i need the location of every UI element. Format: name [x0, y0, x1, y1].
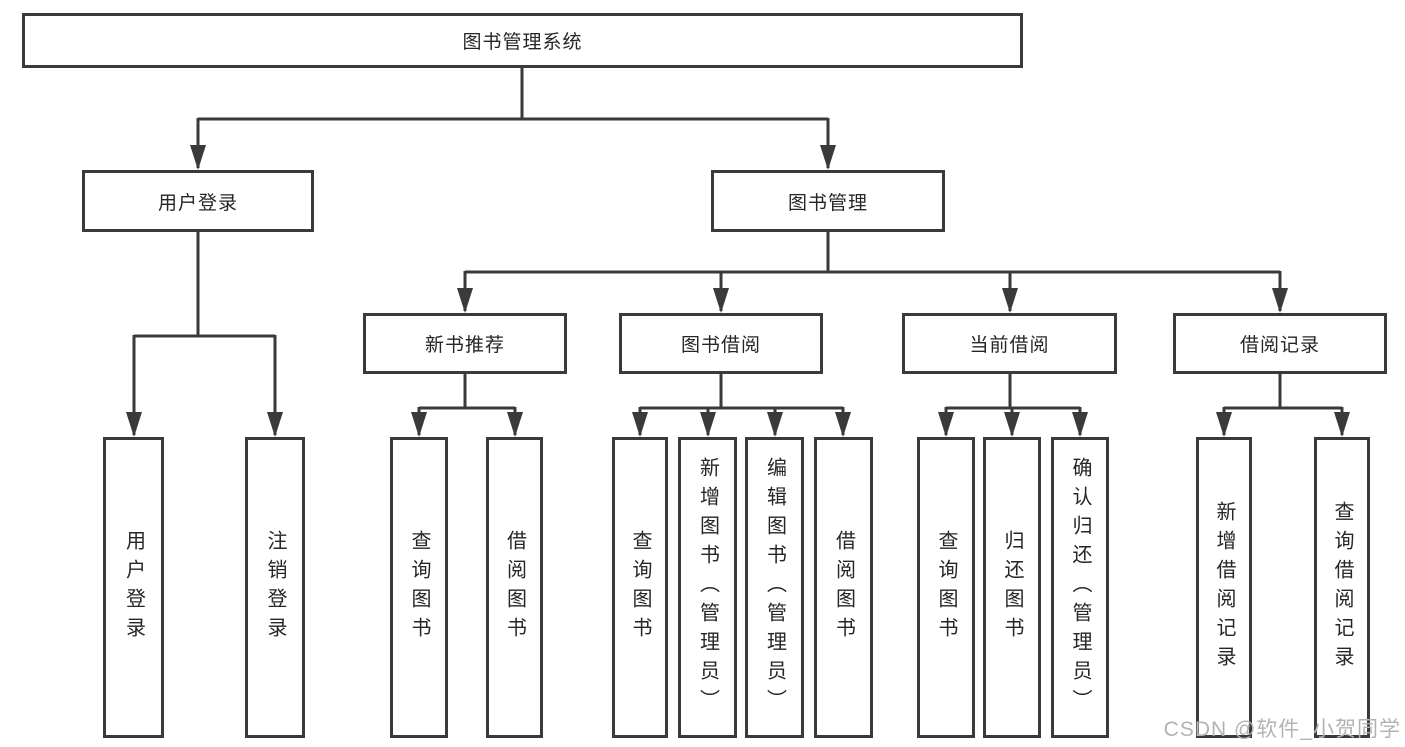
connector-borrow-records-to-children	[1222, 374, 1344, 435]
leaf-edit-books-admin: 编辑图书（管理员）	[745, 437, 804, 738]
arrowhead	[1002, 288, 1018, 313]
arrowhead	[1216, 412, 1232, 437]
arrowhead	[267, 412, 283, 437]
arrowhead	[1004, 412, 1020, 437]
arrowhead	[457, 288, 473, 313]
arrowhead	[1334, 412, 1350, 437]
arrowhead	[1272, 288, 1288, 313]
leaf-add-borrow-record: 新增借阅记录	[1196, 437, 1252, 738]
leaf-user-login: 用户登录	[103, 437, 164, 738]
node-current-borrow: 当前借阅	[902, 313, 1117, 374]
node-borrow-records: 借阅记录	[1173, 313, 1387, 374]
arrowhead	[1072, 412, 1088, 437]
arrowhead	[938, 412, 954, 437]
leaf-query-books-borrow: 查询图书	[612, 437, 668, 738]
arrowhead	[507, 412, 523, 437]
arrowhead	[632, 412, 648, 437]
connector-book-management-to-level3	[463, 232, 1282, 311]
leaf-borrow-books: 借阅图书	[814, 437, 873, 738]
arrowhead	[713, 288, 729, 313]
leaf-logout: 注销登录	[245, 437, 305, 738]
leaf-confirm-return-admin: 确认归还（管理员）	[1051, 437, 1109, 738]
connector-lines	[132, 68, 1344, 435]
arrowhead	[767, 412, 783, 437]
node-book-borrow: 图书借阅	[619, 313, 823, 374]
leaf-borrow-books-recommend: 借阅图书	[486, 437, 543, 738]
node-user-login: 用户登录	[82, 170, 314, 232]
arrowhead	[190, 145, 206, 170]
leaf-query-borrow-record: 查询借阅记录	[1314, 437, 1370, 738]
node-new-book-recommend: 新书推荐	[363, 313, 567, 374]
arrowhead	[835, 412, 851, 437]
connector-user-login-to-children	[132, 232, 277, 435]
arrowhead	[126, 412, 142, 437]
leaf-return-books: 归还图书	[983, 437, 1041, 738]
connector-book-borrow-to-children	[638, 374, 845, 435]
connector-current-borrow-to-children	[944, 374, 1082, 435]
node-book-management: 图书管理	[711, 170, 945, 232]
leaf-add-books-admin: 新增图书（管理员）	[678, 437, 737, 738]
leaf-query-books-recommend: 查询图书	[390, 437, 448, 738]
connector-root-to-level2	[196, 68, 830, 168]
node-library-management-system: 图书管理系统	[22, 13, 1023, 68]
arrowhead	[700, 412, 716, 437]
connector-new-book-recommend-to-children	[417, 374, 517, 435]
leaf-query-books-current: 查询图书	[917, 437, 975, 738]
arrowhead	[820, 145, 836, 170]
arrowhead	[411, 412, 427, 437]
